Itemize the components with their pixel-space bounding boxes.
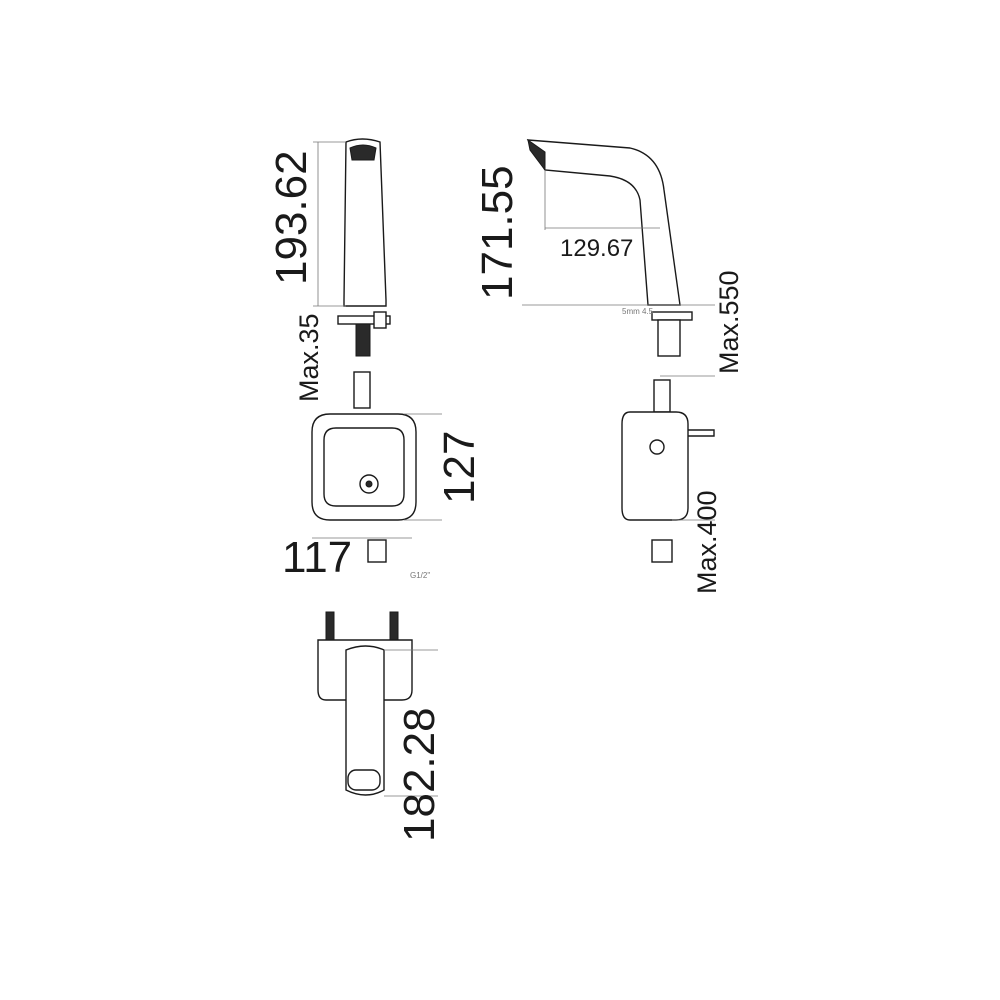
front-aerator xyxy=(349,144,377,161)
side-knob xyxy=(649,439,665,455)
dimension-box-width: 117 xyxy=(282,533,352,582)
side-view-faucet xyxy=(522,138,715,377)
side-outlet-connector xyxy=(651,539,673,563)
control-box-inner-frame xyxy=(323,427,405,507)
dimension-box-height: 127 xyxy=(435,431,484,504)
front-view-faucet xyxy=(313,138,391,357)
side-cable-plug xyxy=(688,429,715,437)
dimension-top-length: 182.28 xyxy=(395,707,444,842)
thread-note: G1/2" xyxy=(410,571,430,580)
front-outlet-connector xyxy=(367,539,387,563)
dimension-max-550: Max.550 xyxy=(714,270,744,374)
top-spout-tip xyxy=(347,769,381,791)
front-inlet-connector xyxy=(353,371,371,409)
dimension-max-400: Max.400 xyxy=(692,490,722,594)
side-faucet-body xyxy=(526,139,681,306)
front-view-control-box xyxy=(311,371,442,563)
small-note: 5mm 4.5 xyxy=(622,307,654,316)
side-base-plate xyxy=(651,311,693,321)
side-inlet-connector xyxy=(653,379,671,413)
dimension-max-35: Max.35 xyxy=(294,313,324,402)
temperature-knob-center xyxy=(365,480,373,488)
top-rod-right xyxy=(389,611,399,643)
front-fixing-nut xyxy=(373,311,387,329)
side-view-control-box xyxy=(621,379,715,563)
side-hoses xyxy=(657,319,681,357)
front-fixing-rod xyxy=(355,323,371,357)
dimension-spout-reach: 129.67 xyxy=(560,235,633,262)
front-faucet-body xyxy=(343,138,387,307)
side-box-body xyxy=(621,411,689,521)
top-rod-left xyxy=(325,611,335,643)
dimension-side-height: 171.55 xyxy=(473,165,522,300)
dimension-front-height: 193.62 xyxy=(267,150,316,285)
top-spout-outline xyxy=(345,645,385,796)
top-view xyxy=(317,611,438,797)
control-box-body xyxy=(311,413,417,521)
